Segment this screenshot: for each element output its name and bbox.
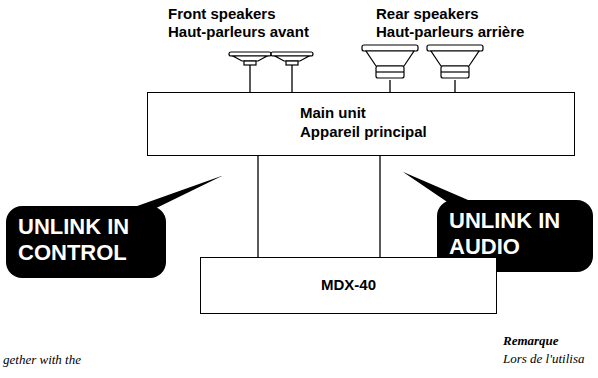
cropped-text: Lors de l'utilisa [503,351,585,367]
callout-bubble: UNLINK IN CONTROL [6,206,166,278]
speaker-label: Haut-parleurs avant [168,23,309,40]
device-box: MDX-40 [200,257,497,314]
signal-cable [257,156,258,257]
front-speaker-icon [229,52,313,65]
speaker-wire [250,64,455,93]
node-text: UNLINK IN CONTROL [18,214,154,266]
speaker-label: Rear speakers [376,5,479,22]
signal-cable [379,156,380,257]
node-text: Main unit [300,103,562,122]
speaker-label: Front speakers [168,5,276,22]
speaker-label: Haut-parleurs arrière [376,23,524,40]
rear-speaker-icon [362,45,483,78]
main-unit-box: Main unitAppareil principal [147,92,575,156]
cropped-text: gether with the [3,352,81,368]
node-text: MDX-40 [211,275,486,294]
node-text: UNLINK IN AUDIO [449,208,581,260]
node-text: Appareil principal [300,122,562,141]
note-heading: Remarque [503,333,559,349]
